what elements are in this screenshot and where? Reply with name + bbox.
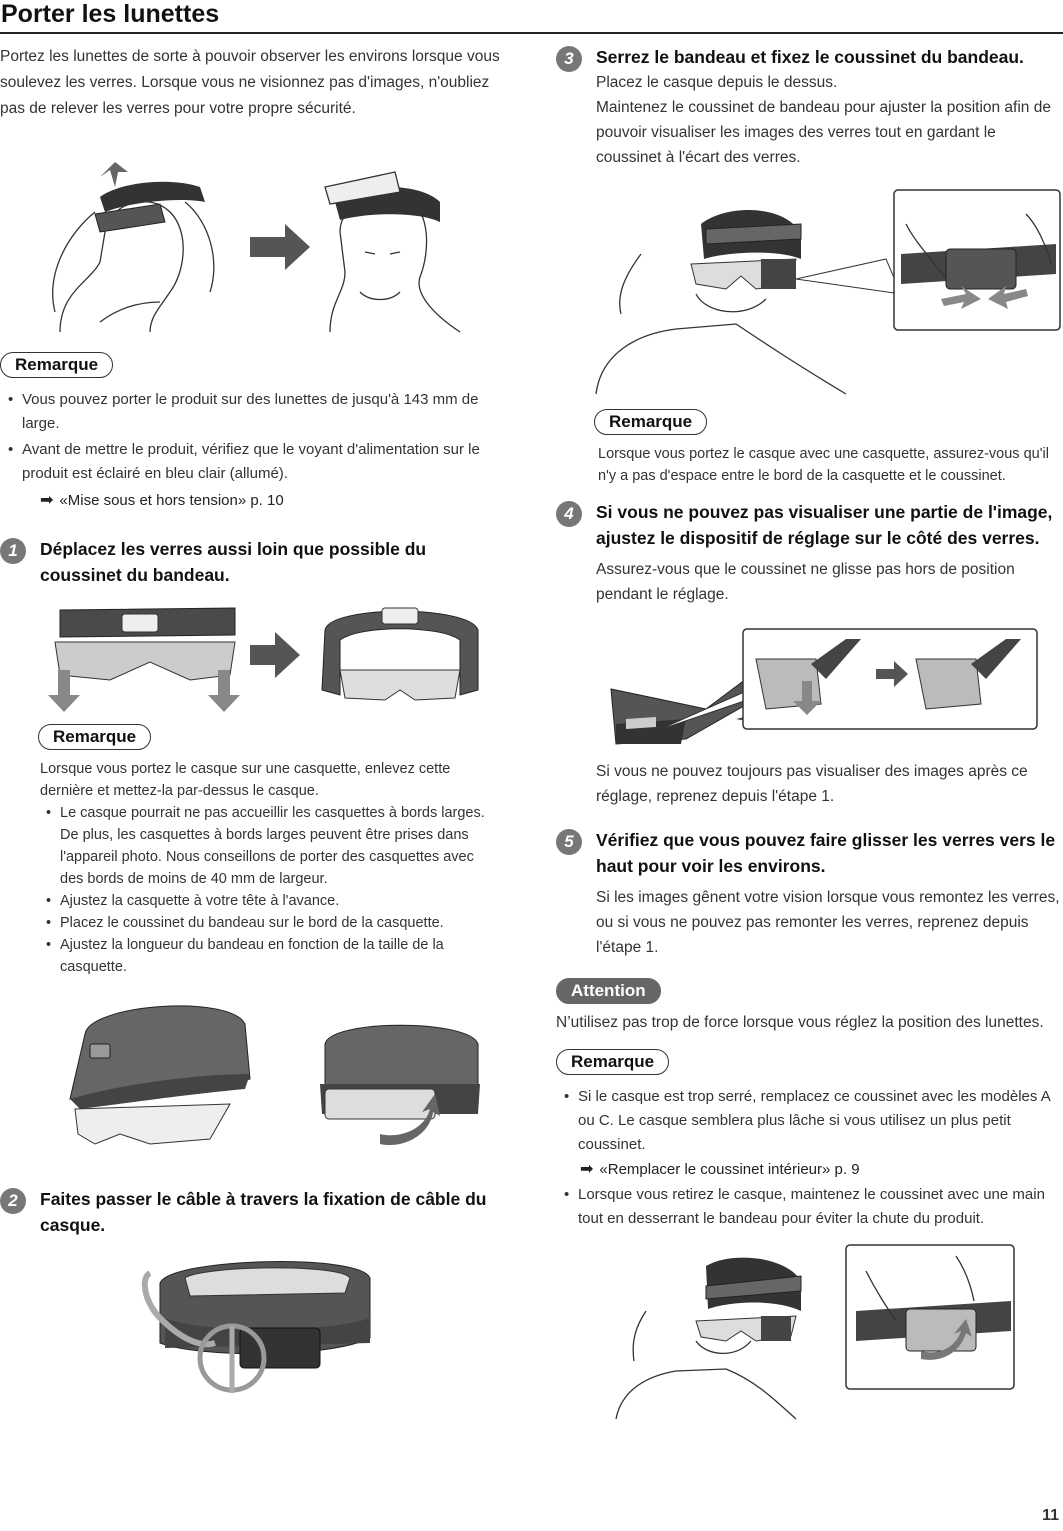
list-item: Ajustez la longueur du bandeau en foncti… bbox=[40, 934, 500, 978]
arrow-right-icon: ➡ bbox=[580, 1161, 594, 1178]
note-label: Remarque bbox=[38, 724, 152, 750]
note-label: Remarque bbox=[594, 409, 708, 435]
step-title: Faites passer le câble à travers la fixa… bbox=[40, 1189, 487, 1235]
step-text: Placez le casque depuis le dessus. bbox=[596, 74, 838, 91]
figure-adjuster bbox=[556, 619, 1061, 749]
step-5: 5 Vérifiez que vous pouvez faire glisser… bbox=[556, 827, 1061, 960]
step-number-badge: 3 bbox=[556, 46, 582, 72]
list-item: Placez le coussinet du bandeau sur le bo… bbox=[40, 912, 500, 934]
list-item: Avant de mettre le produit, vérifiez que… bbox=[0, 438, 500, 486]
step-1: 1 Déplacez les verres aussi loin que pos… bbox=[0, 536, 500, 588]
intro-text: Portez les lunettes de sorte à pouvoir o… bbox=[0, 48, 500, 117]
figure-cable bbox=[0, 1248, 500, 1413]
step-number-badge: 1 bbox=[0, 538, 26, 564]
step-2: 2 Faites passer le câble à travers la fi… bbox=[0, 1186, 500, 1238]
page-title: Porter les lunettes bbox=[0, 0, 1063, 34]
step-title: Vérifiez que vous pouvez faire glisser l… bbox=[596, 830, 1056, 876]
step-4: 4 Si vous ne pouvez pas visualiser une p… bbox=[556, 499, 1061, 607]
right-column: 3 Serrez le bandeau et fixez le coussine… bbox=[556, 44, 1061, 1421]
list-item: Ajustez la casquette à votre tête à l'av… bbox=[40, 890, 500, 912]
figure-remove-headset bbox=[556, 1241, 1061, 1421]
attention-label: Attention bbox=[556, 978, 661, 1004]
note-text: Lorsque vous portez le casque sur une ca… bbox=[40, 761, 451, 799]
attention-text: N’utilisez pas trop de force lorsque vou… bbox=[556, 1014, 1044, 1031]
step-text: Si les images gênent votre vision lorsqu… bbox=[596, 889, 1060, 956]
step-title: Déplacez les verres aussi loin que possi… bbox=[40, 539, 427, 585]
figure-cap bbox=[0, 994, 500, 1164]
note-list: Le casque pourrait ne pas accueillir les… bbox=[40, 802, 500, 978]
step-text: Maintenez le coussinet de bandeau pour a… bbox=[596, 99, 1051, 166]
cross-reference-link[interactable]: ➡ «Remplacer le coussinet intérieur» p. 9 bbox=[556, 1157, 1061, 1183]
figure-move-lenses bbox=[0, 600, 500, 712]
reference-text: «Mise sous et hors tension» p. 10 bbox=[59, 492, 284, 509]
cross-reference-link[interactable]: ➡ «Mise sous et hors tension» p. 10 bbox=[0, 488, 500, 514]
step-text: Si vous ne pouvez toujours pas visualise… bbox=[596, 763, 1028, 805]
step-number-badge: 4 bbox=[556, 501, 582, 527]
list-item: Si le casque est trop serré, remplacez c… bbox=[556, 1085, 1061, 1157]
step-text: Assurez-vous que le coussinet ne glisse … bbox=[596, 561, 1015, 603]
list-item: Le casque pourrait ne pas accueillir les… bbox=[40, 802, 500, 890]
step-title: Serrez le bandeau et fixez le coussinet … bbox=[596, 47, 1024, 67]
figure-lift-glasses bbox=[0, 142, 500, 334]
note-label: Remarque bbox=[0, 352, 114, 378]
figure-tighten-band bbox=[556, 184, 1061, 399]
step-3: 3 Serrez le bandeau et fixez le coussine… bbox=[556, 44, 1061, 170]
step-number-badge: 2 bbox=[0, 1188, 26, 1214]
list-item: Lorsque vous retirez le casque, maintene… bbox=[556, 1183, 1061, 1231]
note-list: Vous pouvez porter le produit sur des lu… bbox=[0, 388, 500, 486]
reference-text: «Remplacer le coussinet intérieur» p. 9 bbox=[599, 1161, 860, 1178]
step-title: Si vous ne pouvez pas visualiser une par… bbox=[596, 502, 1053, 548]
arrow-right-icon: ➡ bbox=[40, 492, 54, 509]
note-list: Lorsque vous retirez le casque, maintene… bbox=[556, 1183, 1061, 1231]
page-number: 11 bbox=[1042, 1507, 1059, 1524]
left-column: Portez les lunettes de sorte à pouvoir o… bbox=[0, 44, 500, 1413]
note-label: Remarque bbox=[556, 1049, 670, 1075]
note-text: Lorsque vous portez le casque avec une c… bbox=[598, 446, 1049, 484]
note-list: Si le casque est trop serré, remplacez c… bbox=[556, 1085, 1061, 1157]
list-item: Vous pouvez porter le produit sur des lu… bbox=[0, 388, 500, 436]
step-number-badge: 5 bbox=[556, 829, 582, 855]
